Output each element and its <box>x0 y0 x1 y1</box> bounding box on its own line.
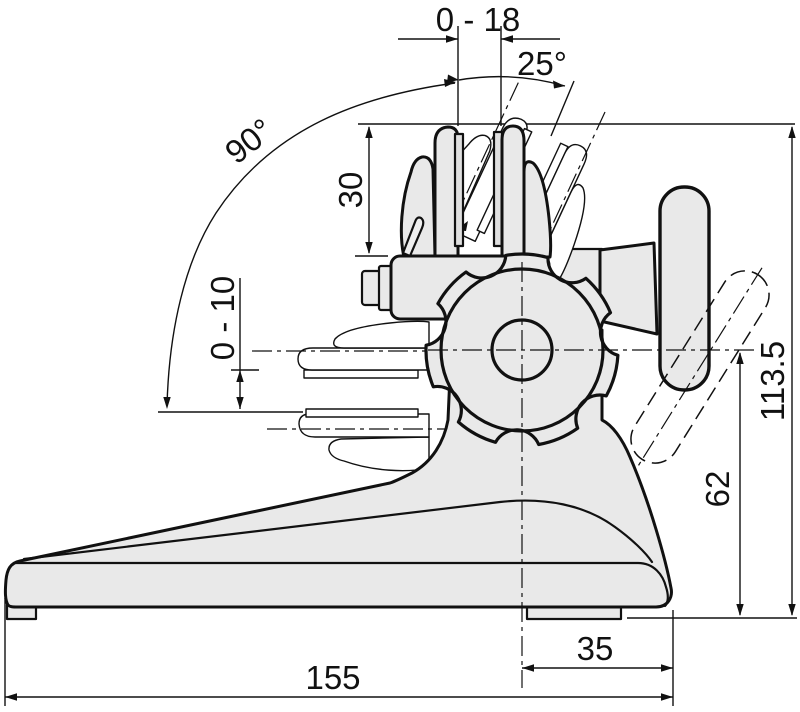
dimension-base-length: 155 <box>4 598 673 706</box>
base-front-edge <box>14 561 669 608</box>
dim-label-center-height: 62 <box>699 471 736 508</box>
dimension-jaw-opening: 0 - 18 <box>398 1 560 126</box>
dimension-tilt-angle: 25° <box>447 45 575 137</box>
handle-phantom-position <box>630 267 770 469</box>
jaw-left <box>399 125 465 259</box>
dim-label-overall-height: 113.5 <box>754 341 791 421</box>
dimension-overall-height: 113.5 <box>627 126 797 619</box>
dim-label-swivel-angle: 90° <box>218 111 280 171</box>
base-bevel-edge <box>22 499 654 564</box>
dimension-jaw-height: 30 <box>332 126 388 257</box>
dim-label-horizontal-opening: 0 - 10 <box>204 276 241 360</box>
dimension-foot-offset: 35 <box>522 610 674 706</box>
jaw-lock-lever <box>401 216 425 258</box>
clamp-lever-handle <box>658 185 711 392</box>
jaw-right <box>492 124 553 259</box>
dim-label-foot-offset: 35 <box>577 630 614 667</box>
dim-label-jaw-opening: 0 - 18 <box>436 1 520 38</box>
dimension-center-height: 62 <box>699 352 744 616</box>
dim-label-base-length: 155 <box>305 659 360 696</box>
dim-label-jaw-height: 30 <box>332 172 369 209</box>
dim-label-tilt-angle: 25° <box>517 45 567 82</box>
centerlines <box>428 262 754 688</box>
dimension-horizontal-opening: 0 - 10 <box>158 276 303 413</box>
